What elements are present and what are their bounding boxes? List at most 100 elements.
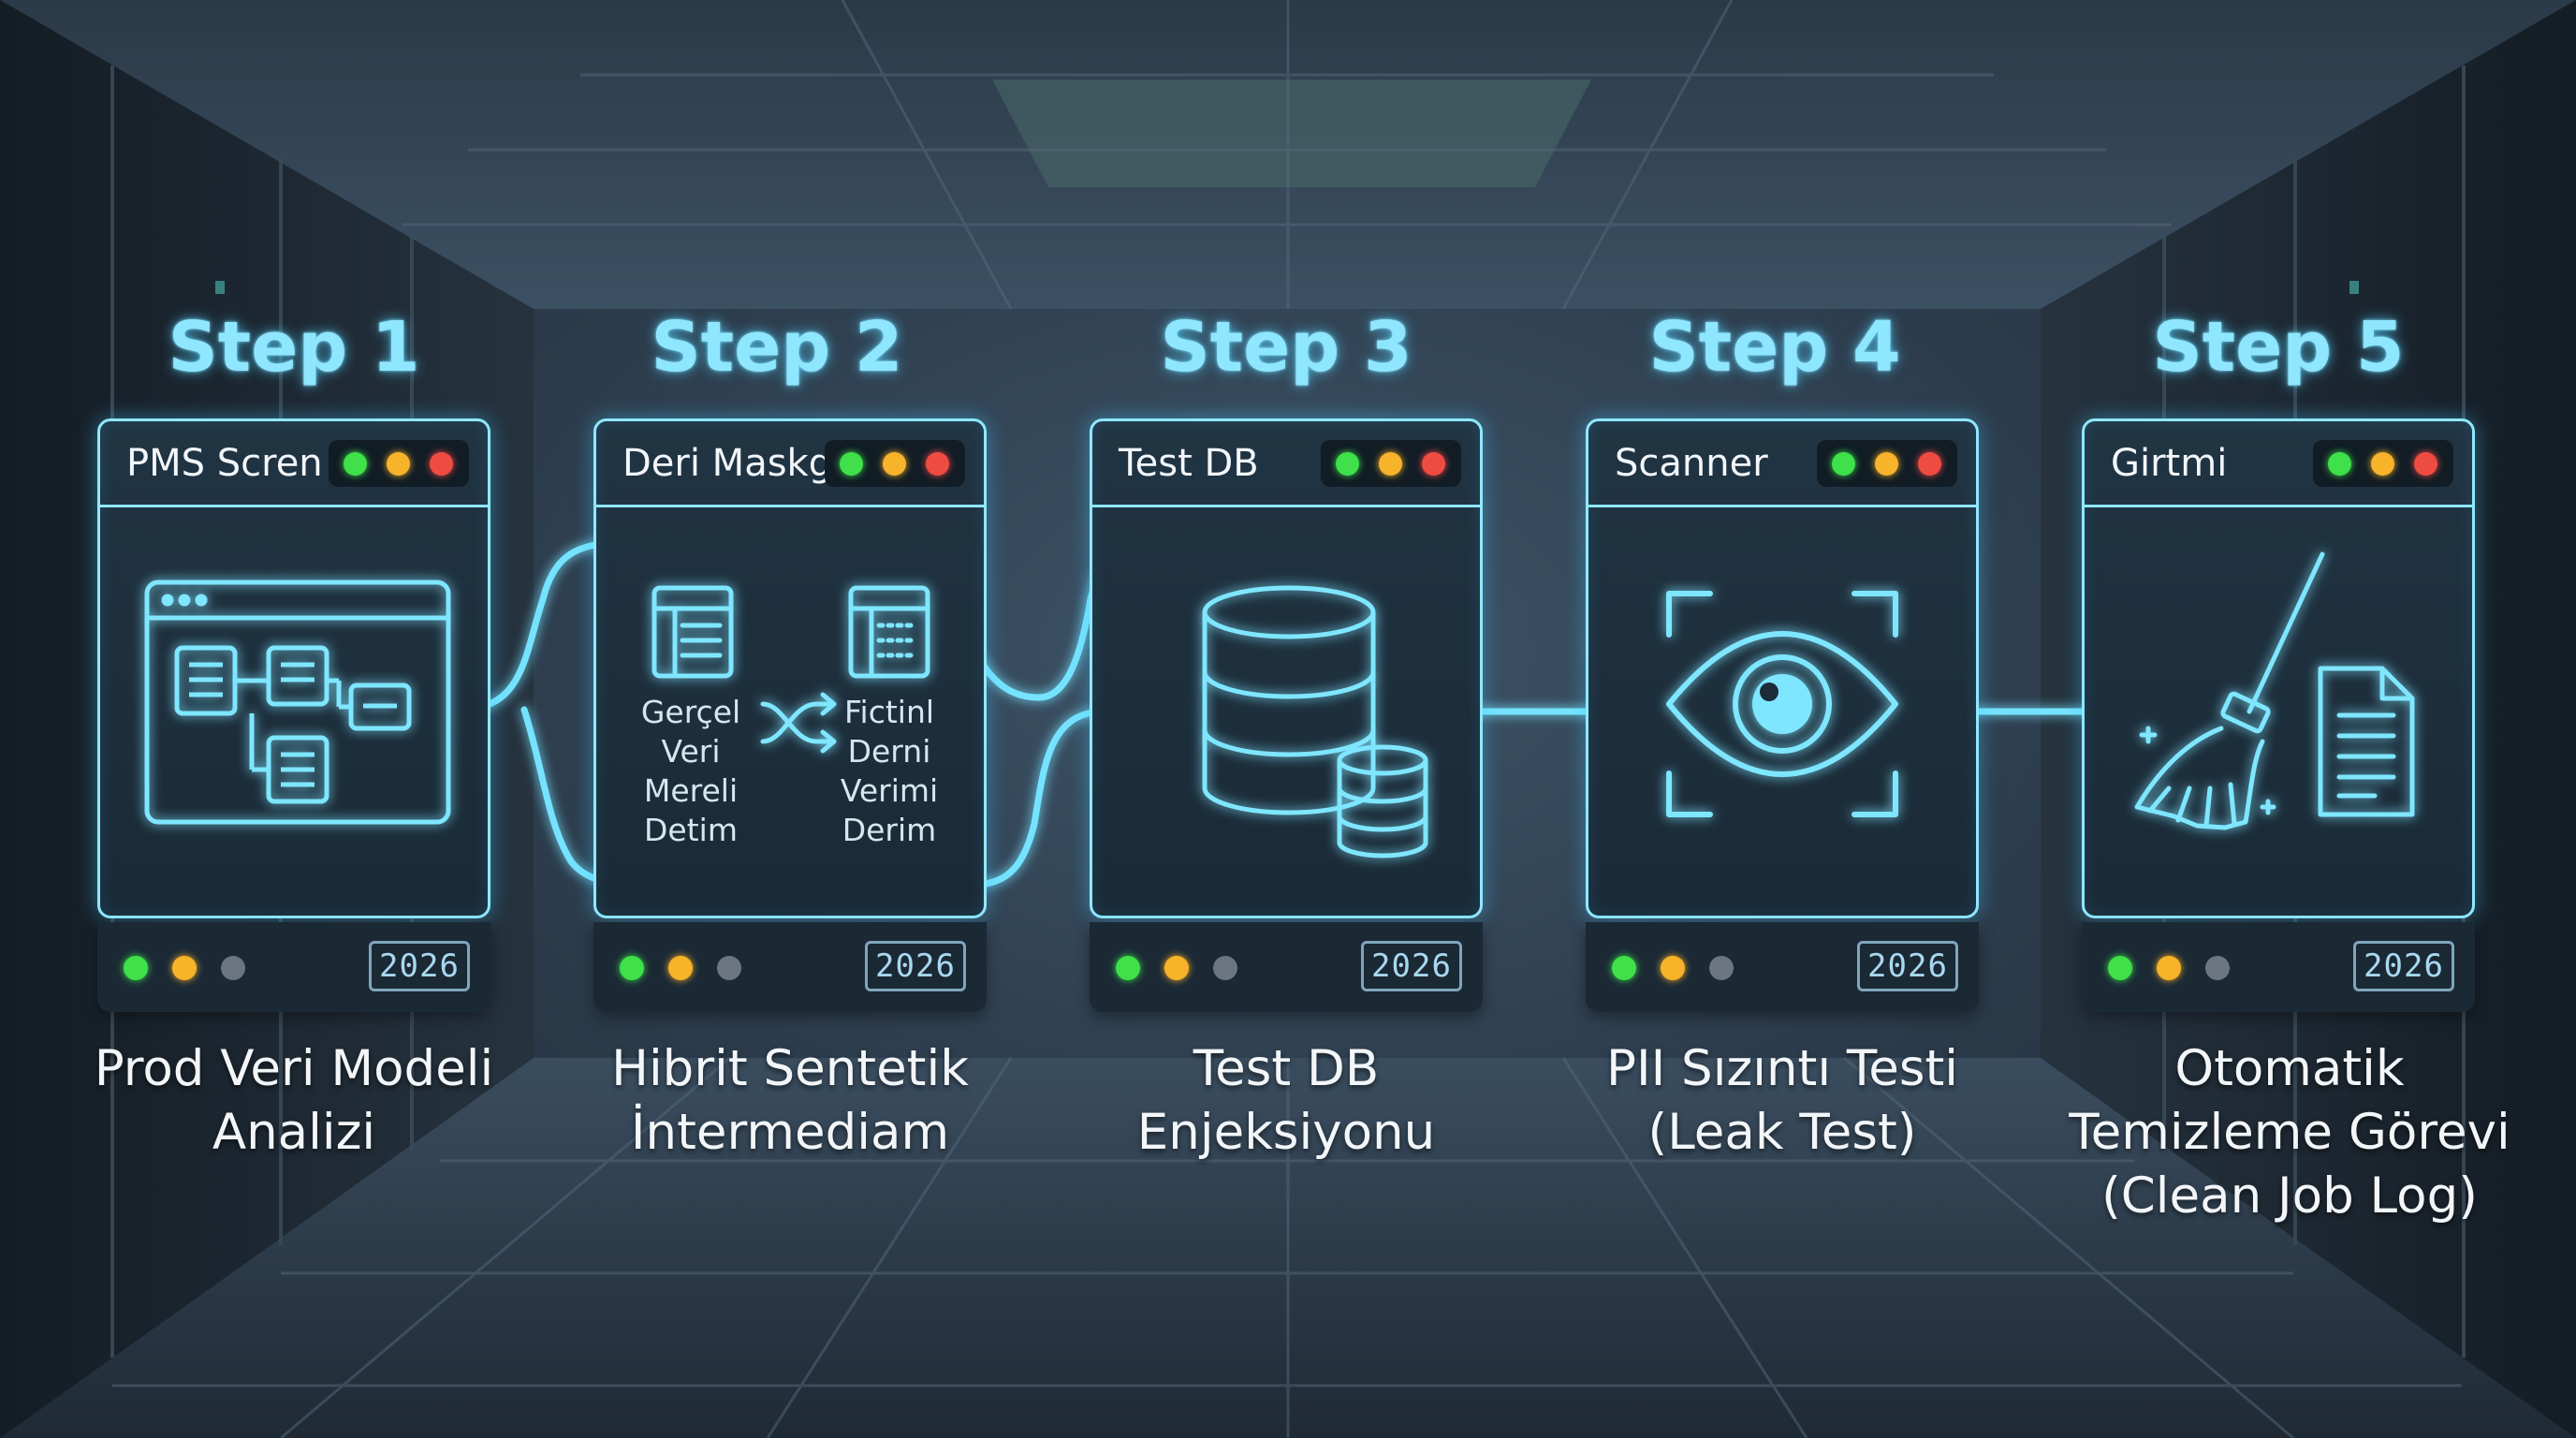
- label-line: Derni: [847, 733, 931, 770]
- fictional-data-label: Fictinl Derni Verimi Derim: [805, 693, 973, 850]
- caption-line: Temizleme Görevi: [2069, 1104, 2510, 1161]
- status-green-icon: [620, 956, 644, 980]
- caption-line: Hibrit Sentetik: [611, 1040, 969, 1097]
- step-2-caption: Hibrit Sentetik İntermediam: [547, 1037, 1033, 1165]
- panel-header: Girtmi: [2085, 421, 2472, 507]
- panel-title: Scanner: [1615, 442, 1768, 485]
- green-light-icon: [2328, 452, 2351, 476]
- step-4-label: Step 4: [1648, 307, 1901, 388]
- green-light-icon: [840, 452, 863, 476]
- step-4-panel: Scanner: [1586, 418, 1979, 918]
- yellow-light-icon: [883, 452, 906, 476]
- panel-title: Test DB: [1119, 442, 1259, 485]
- step-1-panel: PMS Scren: [97, 418, 490, 918]
- caption-line: (Clean Job Log): [2101, 1167, 2478, 1225]
- red-light-icon: [1918, 452, 1941, 476]
- caption-line: Otomatik: [2174, 1040, 2405, 1097]
- status-gray-icon: [1213, 956, 1237, 980]
- caption-line: (Leak Test): [1647, 1104, 1917, 1161]
- panel-title: Deri Maskgı: [622, 442, 843, 485]
- panel-title: Girtmi: [2111, 442, 2228, 485]
- red-light-icon: [2414, 452, 2437, 476]
- year-badge: 2026: [1857, 941, 1958, 991]
- panel-body: [2085, 507, 2472, 916]
- label-line: Mereli: [643, 772, 739, 809]
- status-green-icon: [124, 956, 148, 980]
- step-3-caption: Test DB Enjeksiyonu: [1043, 1037, 1530, 1165]
- status-gray-icon: [717, 956, 741, 980]
- step-5-label: Step 5: [2152, 307, 2405, 388]
- panel-header: Scanner: [1588, 421, 1976, 507]
- label-line: Verimi: [840, 772, 939, 809]
- status-gray-icon: [1709, 956, 1734, 980]
- status-yellow-icon: [2157, 956, 2181, 980]
- yellow-light-icon: [1875, 452, 1898, 476]
- yellow-light-icon: [1379, 452, 1402, 476]
- red-light-icon: [1422, 452, 1445, 476]
- panel-header: PMS Scren: [100, 421, 488, 507]
- caption-line: İntermediam: [630, 1104, 950, 1161]
- label-line: Derim: [842, 812, 937, 848]
- status-green-icon: [2108, 956, 2132, 980]
- panel-body: [100, 507, 488, 916]
- schema-window-icon: [144, 580, 451, 825]
- year-badge: 2026: [369, 941, 470, 991]
- step-2-base: 2026: [593, 922, 987, 1012]
- caption-line: PII Sızıntı Testi: [1605, 1040, 1959, 1097]
- status-yellow-icon: [668, 956, 693, 980]
- panel-body: [1092, 507, 1480, 916]
- window-controls: [825, 440, 965, 487]
- panel-body: [1588, 507, 1976, 916]
- caption-line: Test DB: [1193, 1040, 1380, 1097]
- label-line: Detim: [644, 812, 738, 848]
- panel-header: Deri Maskgı: [596, 421, 984, 507]
- window-controls: [1817, 440, 1957, 487]
- step-1-base: 2026: [97, 922, 490, 1012]
- step-3-panel: Test DB: [1090, 418, 1483, 918]
- status-yellow-icon: [172, 956, 197, 980]
- green-light-icon: [1336, 452, 1359, 476]
- broom-handle-icon: [2247, 551, 2325, 714]
- caption-line: Prod Veri Modeli: [94, 1040, 494, 1097]
- step-2-panel: Deri Maskgı: [593, 418, 987, 918]
- step-1-caption: Prod Veri Modeli Analizi: [51, 1037, 537, 1165]
- eye-scan-icon: [1666, 591, 1898, 817]
- status-yellow-icon: [1164, 956, 1189, 980]
- caption-line: Enjeksiyonu: [1136, 1104, 1436, 1161]
- window-controls: [2313, 440, 2453, 487]
- fictional-data-table-icon: [848, 585, 930, 679]
- step-3-base: 2026: [1090, 922, 1483, 1012]
- panel-title: PMS Scren: [126, 442, 323, 485]
- year-badge: 2026: [1361, 941, 1462, 991]
- label-line: Gerçel: [640, 694, 741, 730]
- panel-body: [596, 507, 984, 916]
- year-badge: 2026: [2353, 941, 2454, 991]
- status-green-icon: [1116, 956, 1140, 980]
- step-4-base: 2026: [1586, 922, 1979, 1012]
- step-5-base: 2026: [2082, 922, 2475, 1012]
- status-green-icon: [1612, 956, 1636, 980]
- yellow-light-icon: [2371, 452, 2394, 476]
- real-data-label: Gerçel Veri Mereli Detim: [607, 693, 775, 850]
- database-icon: [1202, 585, 1428, 858]
- window-controls: [329, 440, 469, 487]
- document-icon: [2318, 666, 2415, 817]
- step-3-label: Step 3: [1160, 307, 1412, 388]
- status-yellow-icon: [1661, 956, 1685, 980]
- label-line: Veri: [661, 733, 721, 770]
- year-badge: 2026: [865, 941, 966, 991]
- status-gray-icon: [2205, 956, 2230, 980]
- red-light-icon: [430, 452, 453, 476]
- green-light-icon: [1832, 452, 1855, 476]
- broom-document-icon: [2134, 551, 2415, 830]
- step-1-label: Step 1: [168, 307, 420, 388]
- window-controls: [1321, 440, 1461, 487]
- label-line: Fictinl: [843, 694, 935, 730]
- shuffle-icon: [651, 585, 930, 754]
- caption-line: Analizi: [212, 1104, 376, 1161]
- status-gray-icon: [221, 956, 245, 980]
- step-5-panel: Girtmi: [2082, 418, 2475, 918]
- yellow-light-icon: [387, 452, 410, 476]
- step-4-caption: PII Sızıntı Testi (Leak Test): [1539, 1037, 2026, 1165]
- real-data-table-icon: [651, 585, 734, 679]
